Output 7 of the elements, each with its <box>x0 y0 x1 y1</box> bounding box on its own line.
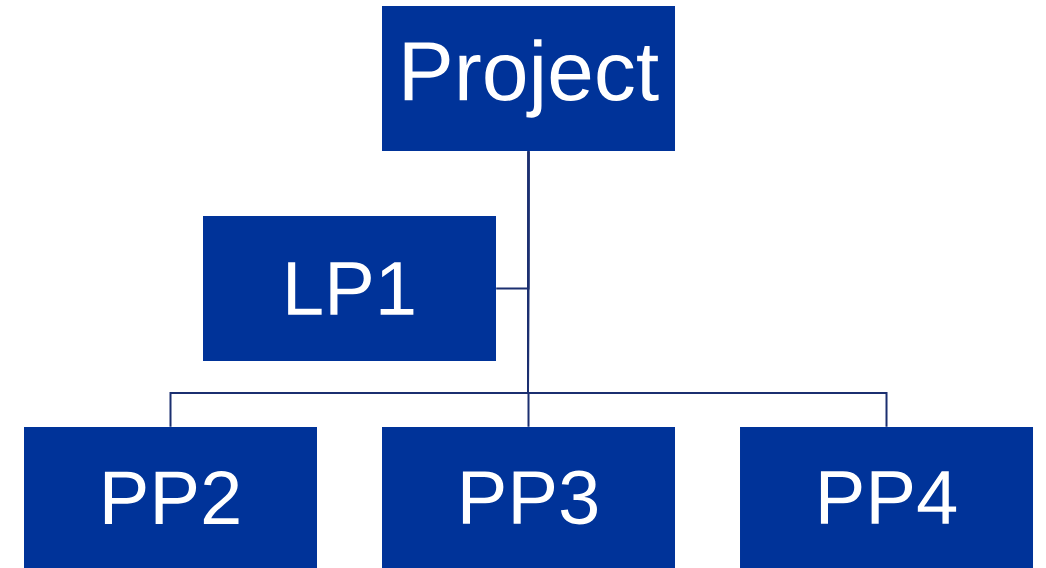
org-box: PP4 <box>740 427 1033 568</box>
org-box: PP3 <box>382 427 675 568</box>
connector-line <box>527 150 888 428</box>
org-box: Project <box>382 6 675 151</box>
connector-line <box>495 150 530 290</box>
org-box: LP1 <box>203 216 496 361</box>
org-box: PP2 <box>24 427 317 568</box>
